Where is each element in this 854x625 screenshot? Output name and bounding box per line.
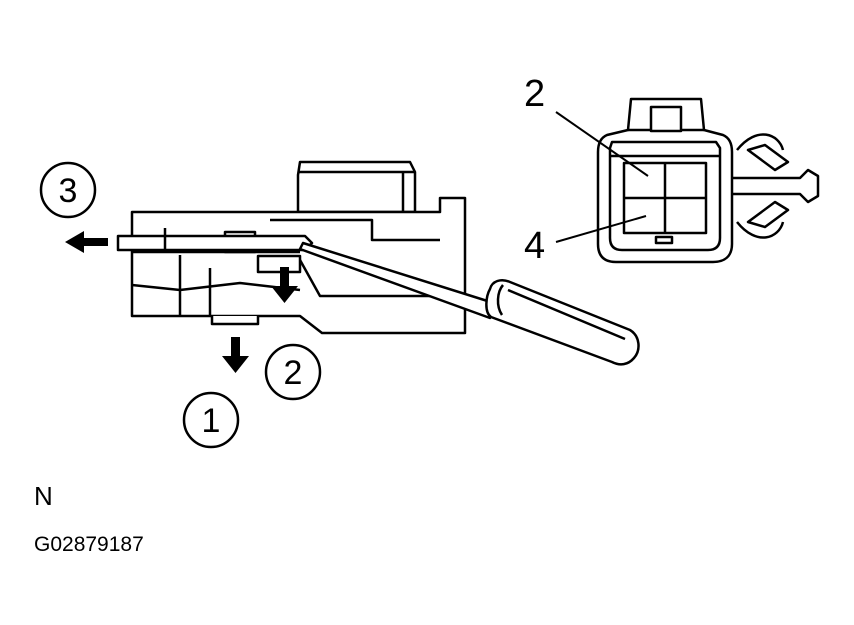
pin-2-leader (555, 111, 649, 177)
arrow-step-2-icon (271, 267, 298, 303)
step-2-callout: 2 (264, 343, 322, 401)
svg-text:2: 2 (284, 354, 303, 392)
svg-text:1: 1 (202, 402, 221, 440)
connector-front-view (596, 97, 820, 264)
svg-text:3: 3 (59, 172, 78, 210)
screwdriver (298, 241, 640, 366)
pin-4-label: 4 (524, 225, 545, 267)
corner-letter: N (34, 481, 53, 511)
step-1-callout: 1 (182, 391, 240, 449)
connector-side-view (116, 160, 467, 335)
figure-code: G02879187 (34, 533, 144, 556)
arrow-step-1-icon (222, 337, 249, 373)
step-3-callout: 3 (39, 161, 97, 219)
pin-2-label: 2 (524, 73, 545, 115)
pin-4-leader (555, 215, 647, 243)
arrow-step-3-icon (65, 231, 108, 253)
